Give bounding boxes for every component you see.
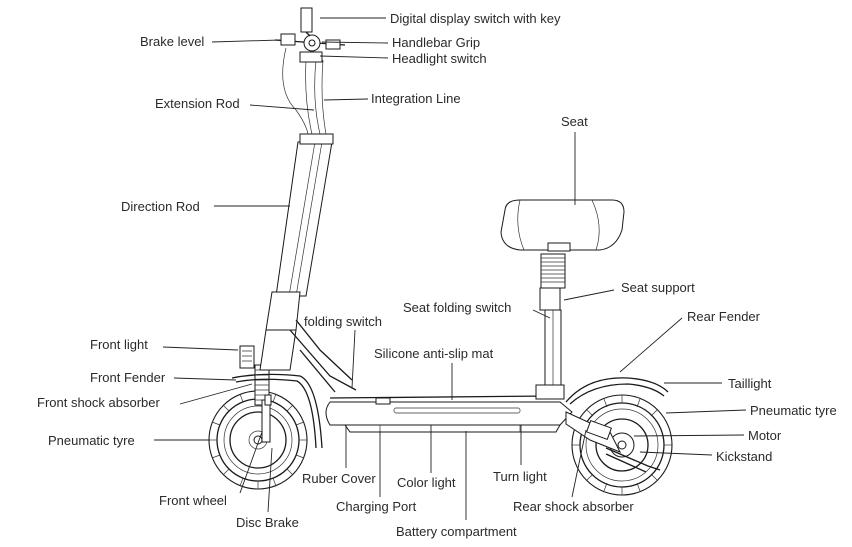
label-direction-rod: Direction Rod — [121, 199, 200, 214]
label-pneumatic-tyre-front: Pneumatic tyre — [48, 433, 135, 448]
label-kickstand: Kickstand — [716, 449, 772, 464]
label-charging-port: Charging Port — [336, 499, 417, 514]
front-wheel-drawing — [208, 390, 308, 490]
label-seat-support: Seat support — [621, 280, 695, 295]
labels: Digital display switch with key Brake le… — [37, 11, 837, 539]
label-motor: Motor — [748, 428, 782, 443]
label-ruber-cover: Ruber Cover — [302, 471, 376, 486]
label-color-light: Color light — [397, 475, 456, 490]
deck-drawing — [325, 395, 573, 433]
label-front-shock: Front shock absorber — [37, 395, 161, 410]
rear-wheel-drawing — [565, 377, 673, 496]
label-battery: Battery compartment — [396, 524, 517, 539]
scooter-illustration — [208, 7, 673, 496]
label-front-light: Front light — [90, 337, 148, 352]
label-front-wheel: Front wheel — [159, 493, 227, 508]
stem-drawing — [259, 7, 357, 393]
label-front-fender: Front Fender — [90, 370, 166, 385]
label-seat: Seat — [561, 114, 588, 129]
label-integration-line: Integration Line — [371, 91, 461, 106]
label-handlebar-grip: Handlebar Grip — [392, 35, 480, 50]
label-pneumatic-tyre-rear: Pneumatic tyre — [750, 403, 837, 418]
label-digital-display: Digital display switch with key — [390, 11, 561, 26]
label-folding-switch: folding switch — [304, 314, 382, 329]
label-rear-shock: Rear shock absorber — [513, 499, 634, 514]
front-fork-drawing — [231, 345, 323, 449]
seat-drawing — [500, 199, 625, 400]
label-silicone-mat: Silicone anti-slip mat — [374, 346, 494, 361]
label-turn-light: Turn light — [493, 469, 547, 484]
label-seat-folding-switch: Seat folding switch — [403, 300, 511, 315]
label-disc-brake: Disc Brake — [236, 515, 299, 530]
label-rear-fender: Rear Fender — [687, 309, 761, 324]
label-brake-level: Brake level — [140, 34, 204, 49]
label-headlight-switch: Headlight switch — [392, 51, 487, 66]
leader-lines — [154, 17, 747, 520]
label-taillight: Taillight — [728, 376, 772, 391]
label-extension-rod: Extension Rod — [155, 96, 240, 111]
